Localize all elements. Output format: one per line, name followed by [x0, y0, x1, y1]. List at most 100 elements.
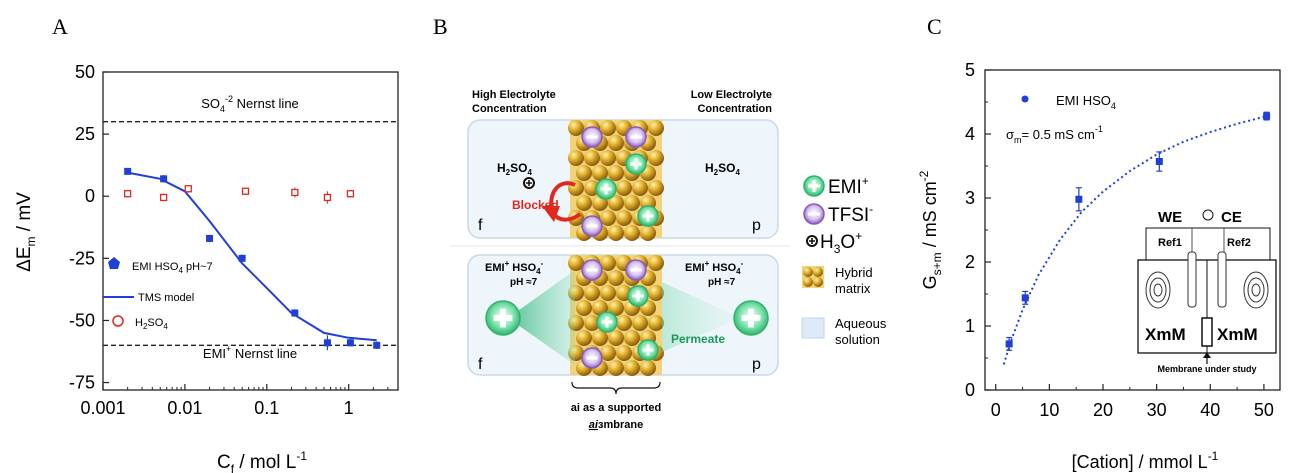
matrix-particle	[624, 195, 640, 211]
plus-sign	[642, 344, 654, 356]
h2so4-data-point	[184, 185, 192, 193]
matrix-particle	[648, 150, 664, 166]
bottom-permeate-ph: pH ≈7	[708, 277, 736, 288]
plus-sign	[741, 308, 761, 328]
membrane-ions	[485, 126, 769, 369]
matrix-particle	[600, 255, 616, 271]
matrix-particle	[648, 255, 664, 271]
plus-sign	[632, 290, 644, 302]
y-tick-label: 0	[965, 380, 975, 400]
ce-coil-icon	[1243, 271, 1269, 309]
membrane-under-study	[1201, 317, 1213, 347]
panel-a-plot-frame	[102, 71, 399, 391]
h2so4-data-point	[323, 193, 332, 202]
panel-b-legend: EMI+ TFSI- H3O+ Hybrid matrix Aqueous	[801, 174, 887, 347]
we-label: WE	[1158, 209, 1182, 226]
matrix-particle	[624, 360, 640, 376]
permeate-flux-beam	[662, 282, 740, 352]
x-tick-label: 1	[344, 398, 354, 418]
top-permeate-electrolyte: H2SO4	[705, 161, 740, 177]
bottom-permeate-p-label: p	[752, 356, 761, 373]
legend-h2so4-label: H2SO4	[135, 317, 168, 331]
tms-model-curve	[127, 171, 377, 342]
data-point	[1005, 340, 1013, 348]
matrix-particle	[600, 120, 616, 136]
sigma-annotation: σm= 0.5 mS cm-1	[1006, 124, 1103, 145]
tfsi-legend-label: TFSI-	[828, 202, 873, 226]
plus-sign	[642, 210, 654, 222]
y-tick-label: 0	[85, 186, 95, 206]
bottom-feed-ph: pH ≈7	[510, 277, 538, 288]
matrix-particle	[600, 345, 616, 361]
matrix-particle	[616, 315, 632, 331]
panel-c-letter: C	[927, 14, 942, 39]
emi-data-point	[238, 254, 246, 262]
panel-c-y-label: Gs+m / mS cm-2	[917, 170, 944, 289]
hybrid-legend-label-2: matrix	[835, 281, 871, 296]
ref2-electrode	[1217, 251, 1227, 308]
membrane-pointer-head	[1203, 352, 1211, 358]
h3o-legend-icon	[806, 235, 818, 247]
h2so4-data-point	[124, 190, 132, 198]
cell-schematic-inset: WE CE Ref1 Ref2 XmM XmM Membrane under s…	[1137, 209, 1277, 374]
matrix-particle	[632, 315, 648, 331]
blocked-arrow-head	[542, 206, 560, 222]
h2so4-data-point	[159, 193, 168, 202]
y-tick-label: 1	[965, 316, 975, 336]
matrix-particle	[648, 120, 664, 136]
ref1-label: Ref1	[1158, 237, 1182, 249]
panel-a-y-label: ΔEm / mV	[14, 192, 38, 272]
so4-nernst-label: SO4-2 Nernst line	[201, 94, 299, 114]
panel-b: B High Electrolyte Concentration Low Ele…	[433, 14, 887, 431]
x-tick-label: 50	[1254, 400, 1274, 420]
aqueous-legend-label-1: Aqueous	[835, 316, 887, 331]
emi-nernst-label: EMI+ Nernst line	[203, 344, 297, 361]
matrix-particle	[608, 330, 624, 346]
x-tick-label: 20	[1093, 400, 1113, 420]
legend-tms-label: TMS model	[138, 292, 194, 304]
voltmeter-icon	[1202, 209, 1214, 221]
panel-a-data-points	[124, 167, 381, 351]
hybrid-legend-label-1: Hybrid	[835, 265, 873, 280]
matrix-particle	[648, 180, 664, 196]
membrane-caption-1: ai as a supported	[571, 402, 661, 414]
matrix-particle	[608, 195, 624, 211]
plus-sign	[601, 316, 613, 328]
matrix-particle	[648, 285, 664, 301]
matrix-particle	[592, 330, 608, 346]
panel-a-letter: A	[52, 14, 68, 39]
matrix-particle	[608, 300, 624, 316]
legend-emi-label: EMI HSO4 pH~7	[132, 261, 213, 275]
matrix-particle	[600, 285, 616, 301]
y-tick-label: -25	[69, 248, 95, 268]
matrix-particle	[608, 165, 624, 181]
ce-label: CE	[1221, 209, 1242, 226]
top-h3o-ion	[523, 177, 535, 189]
matrix-particle	[600, 210, 616, 226]
x-tick-label: 10	[1039, 400, 1059, 420]
x-tick-label: 0.01	[167, 398, 202, 418]
emi-legend-label: EMI+	[828, 174, 869, 198]
bottom-feed-f-label: f	[478, 356, 483, 373]
membrane-caption-2: aiɜmbrane	[589, 419, 643, 431]
matrix-particle	[576, 330, 592, 346]
legend-dot-marker	[1021, 95, 1029, 103]
fit-curve	[1002, 115, 1267, 365]
matrix-particle	[608, 270, 624, 286]
matrix-particle	[648, 315, 664, 331]
matrix-particle	[568, 255, 584, 271]
matrix-particle	[592, 165, 608, 181]
emi-cation-legend-icon	[803, 175, 825, 197]
y-tick-label: -75	[69, 373, 95, 393]
matrix-particle	[608, 225, 624, 241]
matrix-particle	[600, 150, 616, 166]
y-tick-label: 50	[75, 62, 95, 82]
matrix-particle	[576, 165, 592, 181]
y-tick-label: 2	[965, 252, 975, 272]
h3o-legend-label: H3O+	[820, 229, 862, 256]
h2so4-data-point	[346, 190, 355, 198]
matrix-particle	[624, 225, 640, 241]
emi-data-point	[124, 167, 132, 175]
